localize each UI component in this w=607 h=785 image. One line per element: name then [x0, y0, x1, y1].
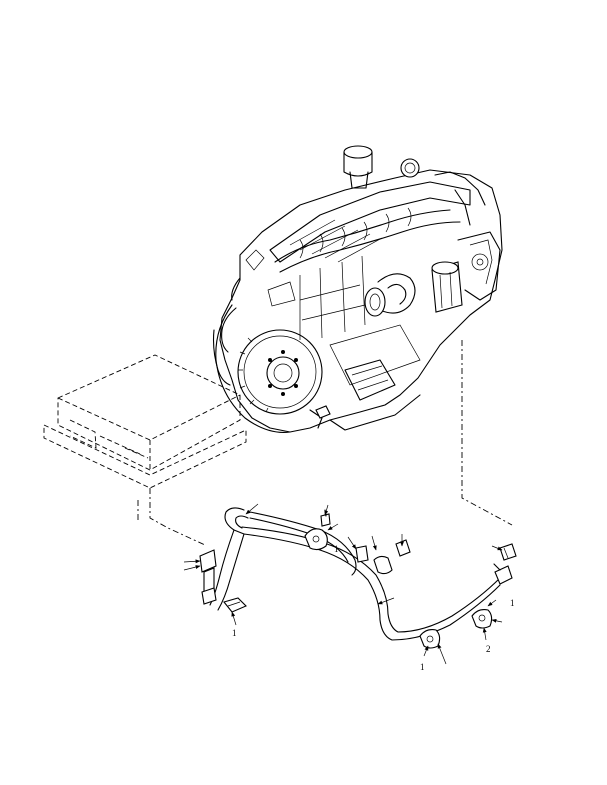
engine-assembly	[212, 145, 503, 433]
callout-tag-bottom-left: 1	[420, 662, 425, 672]
mounting-bracket	[304, 509, 331, 551]
sensor-connector	[499, 543, 517, 561]
lower-clamps	[419, 609, 493, 649]
flywheel-housing	[215, 304, 323, 433]
wiring-harness	[209, 507, 513, 641]
harness-clip	[223, 597, 247, 613]
callout-tag-right: 1	[510, 598, 515, 608]
callout-tag-bottom-right: 2	[486, 644, 491, 654]
ecm-connector	[199, 549, 217, 605]
fuel-filter	[431, 261, 463, 313]
ecm-leader-line	[149, 488, 206, 546]
oil-filler-cap	[343, 145, 373, 189]
elbow-connector	[355, 539, 411, 575]
callout-tag-lower-left: 1	[232, 628, 237, 638]
engine-leader-line	[461, 340, 513, 526]
callout-tag-center: 1	[334, 544, 339, 554]
ecm-phantom-outline	[43, 354, 247, 489]
callout-arrows	[183, 503, 503, 665]
